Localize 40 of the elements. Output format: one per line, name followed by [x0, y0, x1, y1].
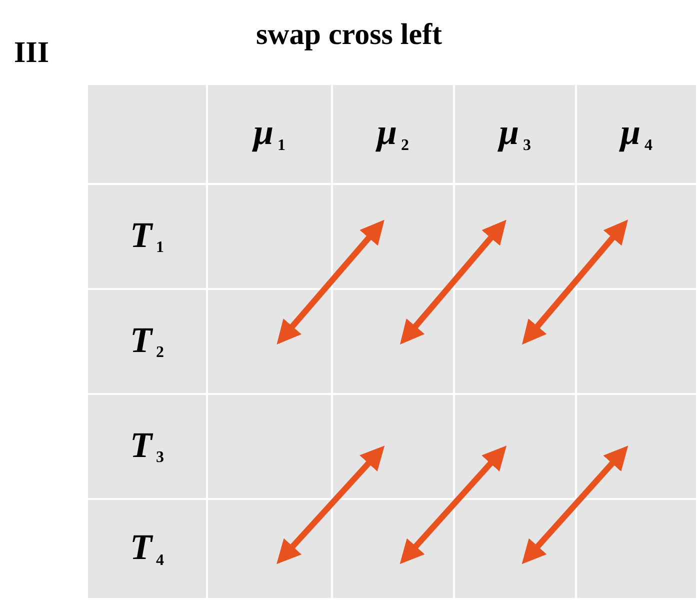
double-arrow	[276, 446, 385, 564]
double-arrow	[522, 220, 628, 345]
table-cell	[333, 500, 455, 600]
double-arrow	[400, 220, 506, 345]
table-cell	[577, 500, 698, 600]
panel-label: III	[14, 36, 50, 70]
table-cell	[577, 290, 698, 395]
table-cell	[577, 395, 698, 500]
row-header: T$_{1}$	[130, 216, 164, 256]
table-cell	[88, 85, 208, 185]
table-cell	[455, 290, 577, 395]
double-arrow	[276, 220, 384, 345]
column-header: μ$_{2}$	[376, 114, 410, 154]
row-header: T$_{4}$	[130, 529, 164, 569]
table-cell	[208, 85, 333, 185]
table-cell	[333, 290, 455, 395]
double-arrow	[400, 446, 507, 564]
table-cell	[333, 185, 455, 290]
table-cell	[577, 85, 698, 185]
column-header: μ$_{3}$	[498, 114, 532, 154]
table-cell	[88, 500, 208, 600]
column-header: μ$_{4}$	[620, 114, 653, 154]
table-cell	[88, 395, 208, 500]
row-header: T$_{2}$	[130, 322, 164, 362]
table-cell	[333, 395, 455, 500]
table-cell	[208, 500, 333, 600]
table-cell	[208, 185, 333, 290]
table-cell	[455, 395, 577, 500]
table-cell	[88, 290, 208, 395]
table-cell	[455, 500, 577, 600]
double-arrow	[522, 446, 628, 564]
table-cell	[577, 185, 698, 290]
table-cell	[208, 290, 333, 395]
table-cell	[333, 85, 455, 185]
column-header: μ$_{1}$	[253, 114, 286, 154]
table-cell	[455, 85, 577, 185]
table-cell	[455, 185, 577, 290]
table-cell	[88, 185, 208, 290]
row-header: T$_{3}$	[130, 426, 164, 466]
table-cell	[208, 395, 333, 500]
